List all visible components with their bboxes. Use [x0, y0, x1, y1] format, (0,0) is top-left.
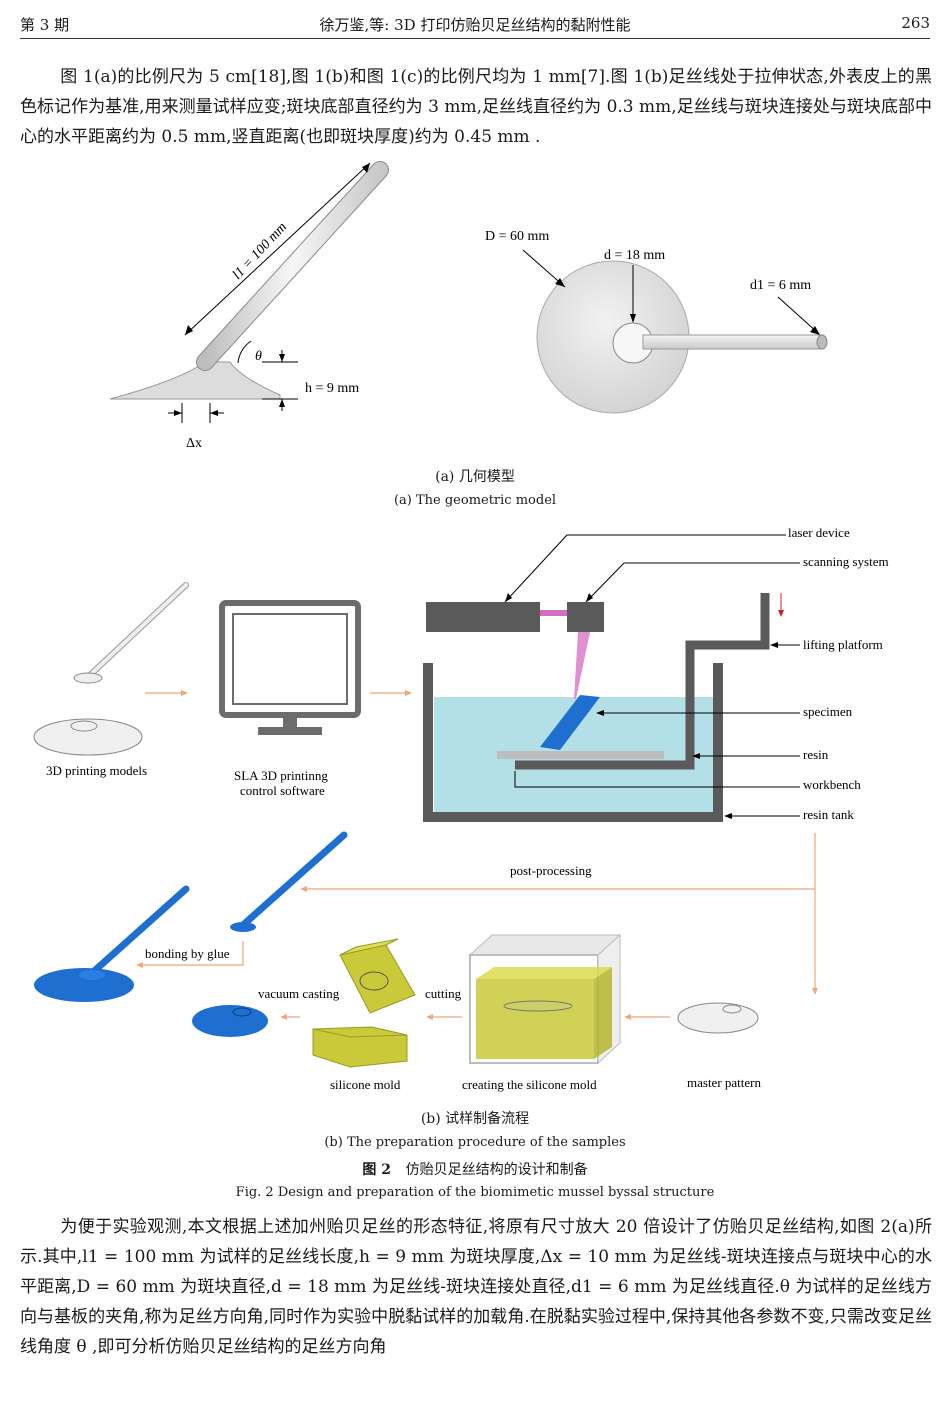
mold-box [468, 933, 622, 1065]
monitor-icon [219, 600, 361, 735]
paragraph-top: 图 1(a)的比例尺为 5 cm[18],图 1(b)和图 1(c)的比例尺均为… [20, 62, 932, 152]
lifting-platform-label: lifting platform [803, 637, 883, 652]
silicone-mold-label: silicone mold [330, 1077, 401, 1092]
side-view-model: l1 = 100 mm θ h = 9 mm Δx [109, 161, 389, 451]
master-pattern-label: master pattern [687, 1075, 761, 1090]
h-label: h = 9 mm [305, 381, 359, 396]
specimen-label: specimen [803, 704, 853, 719]
laser-device-label: laser device [788, 525, 850, 540]
figure-2-caption-en: Fig. 2 Design and preparation of the bio… [235, 1185, 715, 1200]
scanning-system-label: scanning system [803, 554, 889, 569]
printing-model-icons [33, 582, 189, 756]
master-pattern-icon [677, 1002, 759, 1034]
silicone-mold-pieces [312, 938, 416, 1068]
dx-label: Δx [186, 436, 202, 451]
cutting-label: cutting [425, 986, 462, 1001]
sla-printer [423, 593, 784, 822]
paragraph-top-text: 图 1(a)的比例尺为 5 cm[18],图 1(b)和图 1(c)的比例尺均为… [20, 67, 932, 147]
figure-b-caption-en: (b) The preparation procedure of the sam… [324, 1135, 626, 1150]
figure-a-caption-zh: (a) 几何模型 [435, 469, 515, 485]
issue-number: 第 3 期 [20, 16, 70, 34]
creating-mold-label: creating the silicone mold [462, 1077, 597, 1092]
running-header: 第 3 期 徐万鉴,等: 3D 打印仿贻贝足丝结构的黏附性能 263 [20, 14, 930, 39]
top-view-model: D = 60 mm d = 18 mm d1 = 6 mm [485, 229, 828, 414]
theta-label: θ [255, 349, 262, 364]
paragraph-bottom-text: 为便于实验观测,本文根据上述加州贻贝足丝的形态特征,将原有尺寸放大 20 倍设计… [20, 1217, 932, 1357]
figure-2-caption-zh: 图 2 仿贻贝足丝结构的设计和制备 [0, 1159, 950, 1179]
vacuum-casting-label: vacuum casting [258, 986, 340, 1001]
figure-b-caption-zh: (b) 试样制备流程 [420, 1111, 530, 1127]
page-number: 263 [901, 14, 930, 32]
printed-blue-parts [34, 831, 348, 1002]
d1-label: d1 = 6 mm [750, 278, 811, 293]
software-label-1: SLA 3D printinng [234, 768, 328, 783]
cast-pad [192, 1005, 268, 1037]
software-label-2: control software [240, 783, 325, 798]
figure-2-number: 图 2 [362, 1162, 391, 1178]
workbench-label: workbench [803, 777, 861, 792]
figure-b-preparation-procedure: 3D printing models SLA 3D printinng cont… [33, 525, 889, 1092]
paragraph-bottom: 为便于实验观测,本文根据上述加州贻贝足丝的形态特征,将原有尺寸放大 20 倍设计… [20, 1212, 932, 1362]
running-title: 徐万鉴,等: 3D 打印仿贻贝足丝结构的黏附性能 [319, 16, 631, 34]
figure-a-geometric-model: l1 = 100 mm θ h = 9 mm Δx D = 60 mm d = … [109, 161, 828, 451]
bonding-label: bonding by glue [145, 946, 230, 961]
resin-tank-label: resin tank [803, 807, 854, 822]
figure-a-caption-en: (a) The geometric model [393, 493, 557, 508]
post-processing-label: post-processing [510, 863, 592, 878]
figure-2-title: 仿贻贝足丝结构的设计和制备 [405, 1162, 588, 1178]
D-label: D = 60 mm [485, 229, 549, 244]
resin-label: resin [803, 747, 829, 762]
d-label: d = 18 mm [604, 248, 665, 263]
printing-models-label: 3D printing models [46, 763, 147, 778]
